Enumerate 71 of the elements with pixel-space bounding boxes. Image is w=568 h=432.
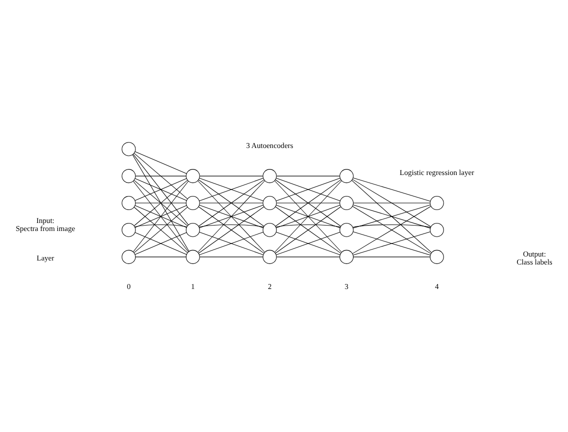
connector	[353, 256, 430, 257]
connector	[276, 231, 340, 255]
connector	[199, 204, 264, 228]
connector	[200, 202, 264, 203]
connector	[135, 175, 186, 176]
node-circle	[122, 196, 136, 210]
node-circle	[430, 249, 444, 264]
connector	[199, 231, 264, 255]
node-circle	[340, 222, 354, 236]
connector	[199, 177, 264, 201]
connector	[276, 177, 340, 201]
connector	[276, 202, 340, 203]
connector	[276, 224, 341, 227]
label: 1	[190, 282, 195, 291]
node-circle	[122, 168, 136, 183]
connector	[275, 179, 342, 226]
connector	[134, 178, 187, 200]
label: Input: Spectra from image	[16, 216, 76, 233]
node-circle	[262, 196, 277, 210]
label: 2	[268, 282, 272, 291]
node-circle	[186, 168, 200, 183]
connector	[132, 180, 189, 252]
connector	[134, 180, 188, 226]
connector	[134, 206, 188, 252]
node-circle	[122, 222, 136, 236]
connector	[198, 179, 264, 226]
node-circle	[340, 168, 354, 183]
node-circle	[186, 249, 200, 264]
label: 3 Autoencoders	[246, 140, 294, 150]
connector	[135, 256, 186, 257]
node-circle	[122, 249, 136, 264]
node-circle	[186, 196, 200, 210]
connector	[352, 177, 431, 201]
connector	[352, 224, 431, 227]
node-circle	[122, 142, 136, 156]
connector	[352, 204, 431, 228]
connector	[276, 204, 340, 228]
node-circle	[430, 196, 444, 210]
connector	[134, 204, 187, 228]
connector	[134, 152, 188, 199]
connector	[200, 256, 264, 257]
connector	[276, 175, 340, 176]
connector	[134, 150, 187, 174]
connector	[198, 224, 264, 227]
connector	[135, 202, 186, 203]
node-circle	[340, 249, 354, 264]
label: 4	[434, 282, 439, 291]
connector	[134, 232, 187, 254]
connector	[275, 206, 342, 253]
label: Logistic regression layer	[400, 167, 474, 176]
connector	[134, 224, 188, 227]
node-circle	[262, 249, 277, 264]
label: Output: Class labels	[516, 249, 552, 266]
node-circle	[262, 168, 277, 183]
connector	[353, 202, 430, 203]
connector	[352, 206, 432, 254]
connector	[132, 153, 189, 225]
connector	[198, 206, 264, 253]
connector	[276, 256, 340, 257]
connector	[352, 231, 431, 255]
label: 0	[126, 282, 131, 291]
node-circle	[262, 222, 277, 236]
connector	[132, 154, 190, 252]
node-circle	[340, 196, 354, 210]
label: Layer	[36, 253, 54, 262]
connector	[352, 178, 432, 226]
connector	[352, 180, 432, 252]
node-circle	[186, 222, 200, 236]
node-circle	[430, 222, 444, 236]
connector	[200, 175, 264, 176]
label: 3	[344, 282, 348, 291]
